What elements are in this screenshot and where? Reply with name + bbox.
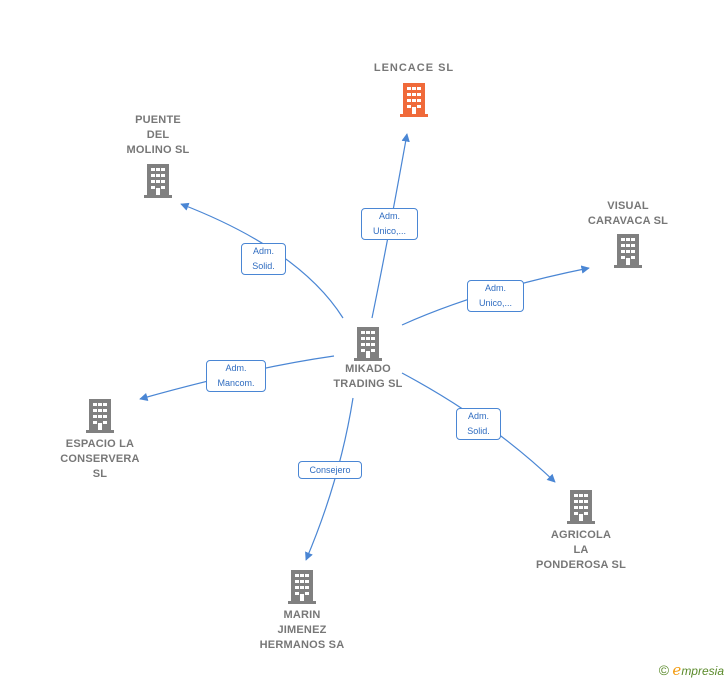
node-lencace[interactable]: LENCACE SL	[354, 61, 474, 118]
node-puente-del-molino[interactable]: PUENTE DEL MOLINO SL	[108, 113, 208, 199]
relation-label-espacio[interactable]: Adm. Mancom.	[206, 360, 266, 392]
node-label: MARIN JIMENEZ HERMANOS SA	[259, 609, 345, 651]
building-icon	[614, 234, 642, 268]
node-label: AGRICOLA LA PONDEROSA SL	[535, 529, 626, 571]
relation-label-agricola[interactable]: Adm. Solid.	[456, 408, 501, 440]
node-label: MIKADO TRADING SL	[333, 363, 403, 390]
brand-watermark: © empresia	[659, 661, 724, 679]
building-icon	[567, 490, 595, 524]
building-icon	[144, 164, 172, 198]
copyright-symbol: ©	[658, 662, 670, 678]
building-icon	[288, 570, 316, 604]
brand-initial: e	[672, 661, 682, 679]
building-icon	[354, 327, 382, 361]
edge-marin	[305, 397, 354, 561]
node-agricola-la-ponderosa[interactable]: AGRICOLA LA PONDEROSA SL	[526, 489, 636, 573]
relation-label-marin[interactable]: Consejero	[298, 461, 362, 479]
node-marin-jimenez-hermanos[interactable]: MARIN JIMENEZ HERMANOS SA	[247, 569, 357, 653]
node-visual-caravaca[interactable]: VISUAL CARAVACA SL	[578, 199, 678, 269]
node-mikado-trading[interactable]: MIKADO TRADING SL	[318, 326, 418, 392]
node-label: PUENTE DEL MOLINO SL	[126, 114, 190, 156]
node-label: VISUAL CARAVACA SL	[587, 200, 669, 227]
brand-name: mpresia	[681, 664, 724, 678]
node-label: LENCACE SL	[373, 62, 455, 74]
relation-label-visual[interactable]: Adm. Unico,...	[467, 280, 524, 312]
relation-label-lencace[interactable]: Adm. Unico,...	[361, 208, 418, 240]
node-espacio-la-conservera[interactable]: ESPACIO LA CONSERVERA SL	[50, 398, 150, 482]
node-label: ESPACIO LA CONSERVERA SL	[60, 438, 140, 480]
building-icon	[86, 399, 114, 433]
relation-label-puente[interactable]: Adm. Solid.	[241, 243, 286, 275]
building-icon	[400, 83, 428, 117]
